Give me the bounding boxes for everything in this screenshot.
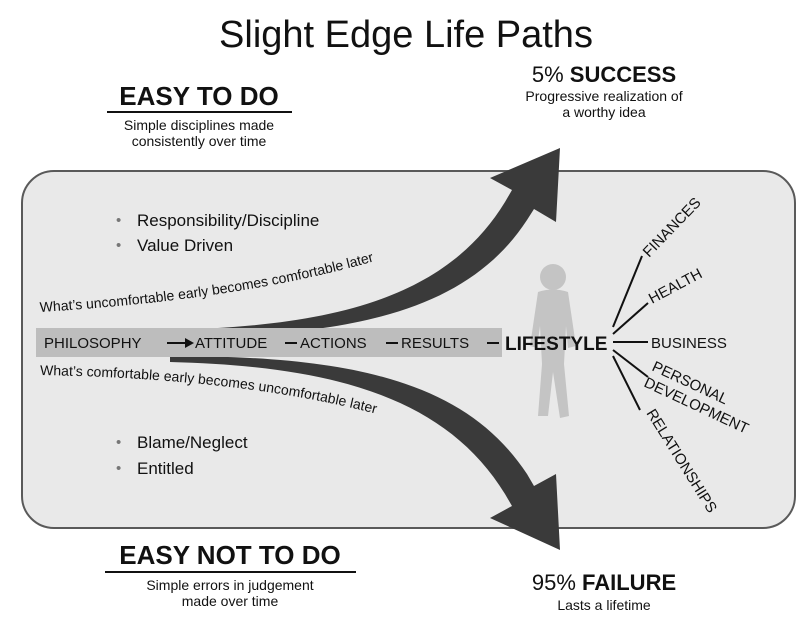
chain-bar: [36, 328, 502, 357]
upper-bullet-list: • Responsibility/Discipline • Value Driv…: [116, 211, 319, 255]
person-silhouette: [530, 264, 576, 418]
chain-attitude: ATTITUDE: [195, 335, 267, 352]
branch-line-personal: [612, 349, 649, 378]
chain-philosophy: PHILOSOPHY: [44, 335, 142, 352]
failure-heading: 95% FAILURE: [532, 570, 676, 595]
upper-bullet-1: Responsibility/Discipline: [137, 211, 319, 230]
easy-not-to-do-heading: EASY NOT TO DO: [119, 540, 341, 570]
easy-to-do-line1: Simple disciplines made: [124, 117, 274, 133]
success-arrow: [170, 148, 560, 337]
lifestyle-branches: [612, 255, 649, 411]
chain-results: RESULTS: [401, 335, 469, 352]
easy-to-do-heading: EASY TO DO: [119, 81, 278, 111]
success-label: SUCCESS: [570, 62, 676, 87]
lower-bullet-list: • Blame/Neglect • Entitled: [116, 433, 248, 478]
success-percent: 5%: [532, 62, 564, 87]
chain-actions: ACTIONS: [300, 335, 367, 352]
branch-line-finances: [612, 255, 643, 328]
branch-line-health: [612, 302, 649, 335]
lower-bullet-1: Blame/Neglect: [137, 433, 248, 452]
success-heading: 5% SUCCESS: [532, 62, 676, 87]
lower-bullet-glyph-1: •: [116, 434, 121, 451]
easy-not-to-do-line1: Simple errors in judgement: [146, 577, 313, 593]
success-line1: Progressive realization of: [525, 88, 682, 104]
easy-not-to-do-line2: made over time: [182, 593, 279, 609]
failure-arrow: [170, 356, 560, 550]
failure-percent: 95%: [532, 570, 576, 595]
lower-bullet-glyph-2: •: [116, 460, 121, 477]
chain-arrow-icon: [167, 338, 194, 348]
upper-bullet-glyph-1: •: [116, 212, 121, 229]
upper-bullet-2: Value Driven: [137, 236, 233, 255]
chain-lifestyle: LIFESTYLE: [505, 334, 607, 355]
failure-line1: Lasts a lifetime: [557, 597, 651, 613]
upper-bullet-glyph-2: •: [116, 237, 121, 254]
lower-bullet-2: Entitled: [137, 459, 194, 478]
branch-business: BUSINESS: [651, 335, 727, 352]
success-line2: a worthy idea: [562, 104, 645, 120]
easy-to-do-line2: consistently over time: [132, 133, 267, 149]
failure-label: FAILURE: [582, 570, 676, 595]
branch-line-relationships: [612, 355, 641, 411]
diagram-title: Slight Edge Life Paths: [219, 14, 593, 56]
